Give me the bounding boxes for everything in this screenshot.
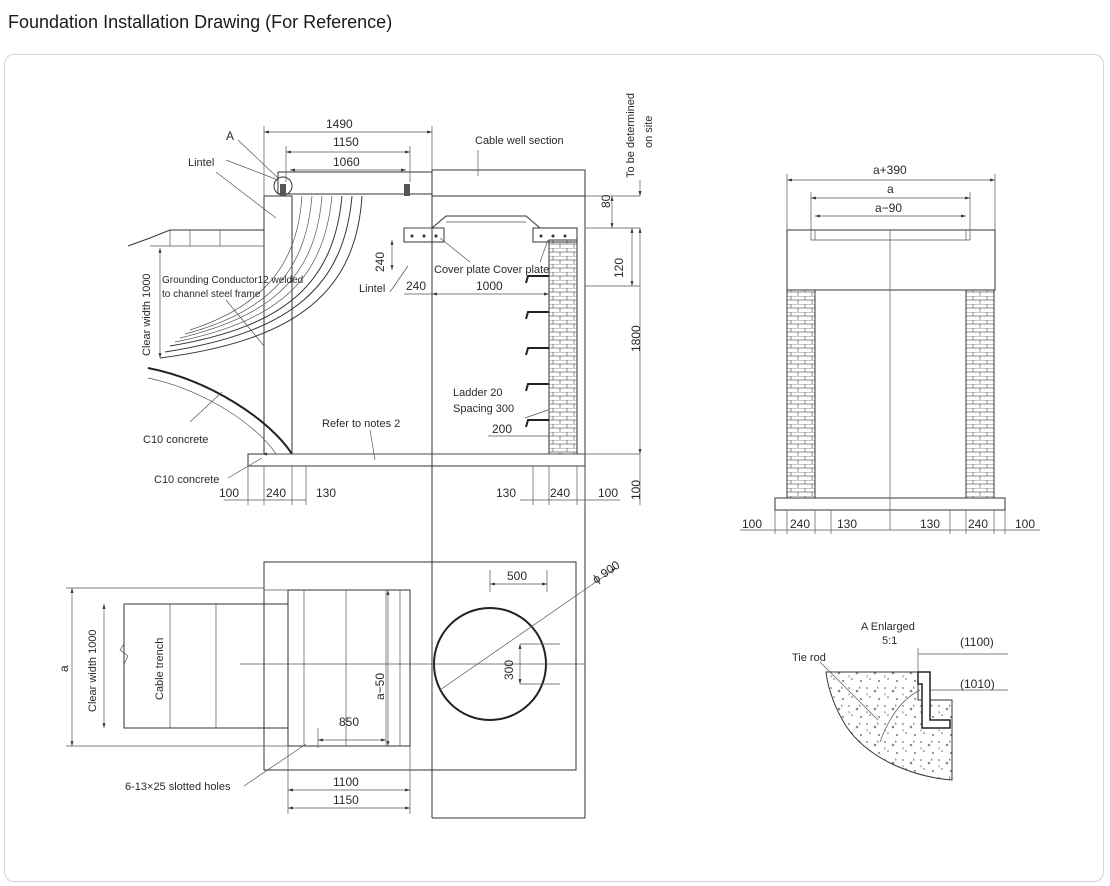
ladder-label: Ladder 20 xyxy=(453,387,503,399)
refer-notes-label: Refer to notes 2 xyxy=(322,418,400,430)
dim-1000-mid: 1000 xyxy=(476,279,503,293)
dim-1150: 1150 xyxy=(333,135,359,149)
section-view: 1490 1150 1060 A Lintel Cable well secti… xyxy=(127,93,655,819)
plan-dim-300: 300 xyxy=(502,660,516,680)
plan-clear-width: Clear width 1000 xyxy=(87,629,99,712)
clear-width-label: Clear width 1000 xyxy=(141,273,153,356)
page-title: Foundation Installation Drawing (For Ref… xyxy=(8,12,393,32)
plan-dim-500: 500 xyxy=(507,569,527,583)
end-dim-100-left: 100 xyxy=(742,517,762,531)
dim-100-right: 100 xyxy=(629,480,643,500)
end-dim-240-left: 240 xyxy=(790,517,810,531)
dim-a: a xyxy=(887,182,894,196)
detail-scale: 5:1 xyxy=(882,635,897,647)
dim-bottom-130-left: 130 xyxy=(316,486,336,500)
ladder-spacing-label: Spacing 300 xyxy=(453,403,514,415)
cover-plate-label-2: Cover plate xyxy=(493,264,549,276)
plan-dim-850: 850 xyxy=(339,715,359,729)
cable-trench-label: Cable trench xyxy=(154,638,166,700)
tie-rod-label: Tie rod xyxy=(792,652,826,664)
detail-dim-1010: (1010) xyxy=(960,677,995,691)
dim-80: 80 xyxy=(599,194,613,208)
marker-a: A xyxy=(226,129,234,143)
dim-bottom-100-left: 100 xyxy=(219,486,239,500)
plan-dim-1100: 1100 xyxy=(333,775,359,789)
cover-plate-label-1: Cover plate xyxy=(434,264,490,276)
dim-bottom-240-right: 240 xyxy=(550,486,570,500)
lintel-mid-label: Lintel xyxy=(359,283,385,295)
c10-concrete-label-2: C10 concrete xyxy=(154,474,219,486)
channel-steel-label: to channel steel frame xyxy=(162,289,261,300)
dim-bottom-240-left: 240 xyxy=(266,486,286,500)
on-site-label: on site xyxy=(643,116,655,148)
slotted-holes-label: 6-13×25 slotted holes xyxy=(125,781,231,793)
plan-dim-a-minus-50: a−50 xyxy=(373,673,387,700)
dim-240-mid: 240 xyxy=(406,279,426,293)
section-outline xyxy=(127,139,640,819)
end-view: a+390 a a−90 100 240 130 130 240 100 xyxy=(740,163,1040,534)
detail-dim-1100: (1100) xyxy=(960,635,994,649)
lintel-label: Lintel xyxy=(188,157,214,169)
dim-bottom-130-right: 130 xyxy=(496,486,516,500)
end-dim-240-right: 240 xyxy=(968,517,988,531)
detail-title: A Enlarged xyxy=(861,621,915,633)
dim-1800: 1800 xyxy=(629,325,643,352)
end-dim-130-left: 130 xyxy=(837,517,857,531)
dim-1060: 1060 xyxy=(333,155,360,169)
plan-view: a Clear width 1000 Cable trench 500 ϕ 90… xyxy=(57,558,623,814)
plan-dim-a: a xyxy=(57,665,71,672)
plan-dim-phi900: ϕ 900 xyxy=(590,558,623,587)
cable-well-section-label: Cable well section xyxy=(475,135,564,147)
dim-a-plus-390: a+390 xyxy=(873,163,907,177)
c10-concrete-label-1: C10 concrete xyxy=(143,434,208,446)
dim-bottom-100-right: 100 xyxy=(598,486,618,500)
detail-a: A Enlarged 5:1 Tie rod (1100) (1010) xyxy=(792,621,1008,781)
dim-200: 200 xyxy=(492,422,512,436)
dim-a-minus-90: a−90 xyxy=(875,201,902,215)
to-be-determined-label: To be determined xyxy=(625,93,637,178)
grounding-conductor-label: Grounding Conductor12 welded xyxy=(162,275,303,286)
dim-240-vertical: 240 xyxy=(373,252,387,272)
dim-120: 120 xyxy=(612,258,626,278)
dim-1490: 1490 xyxy=(326,117,353,131)
section-dimensions xyxy=(158,126,642,505)
end-dim-100-right: 100 xyxy=(1015,517,1035,531)
plan-dim-1150: 1150 xyxy=(333,793,359,807)
end-dim-130-right: 130 xyxy=(920,517,940,531)
